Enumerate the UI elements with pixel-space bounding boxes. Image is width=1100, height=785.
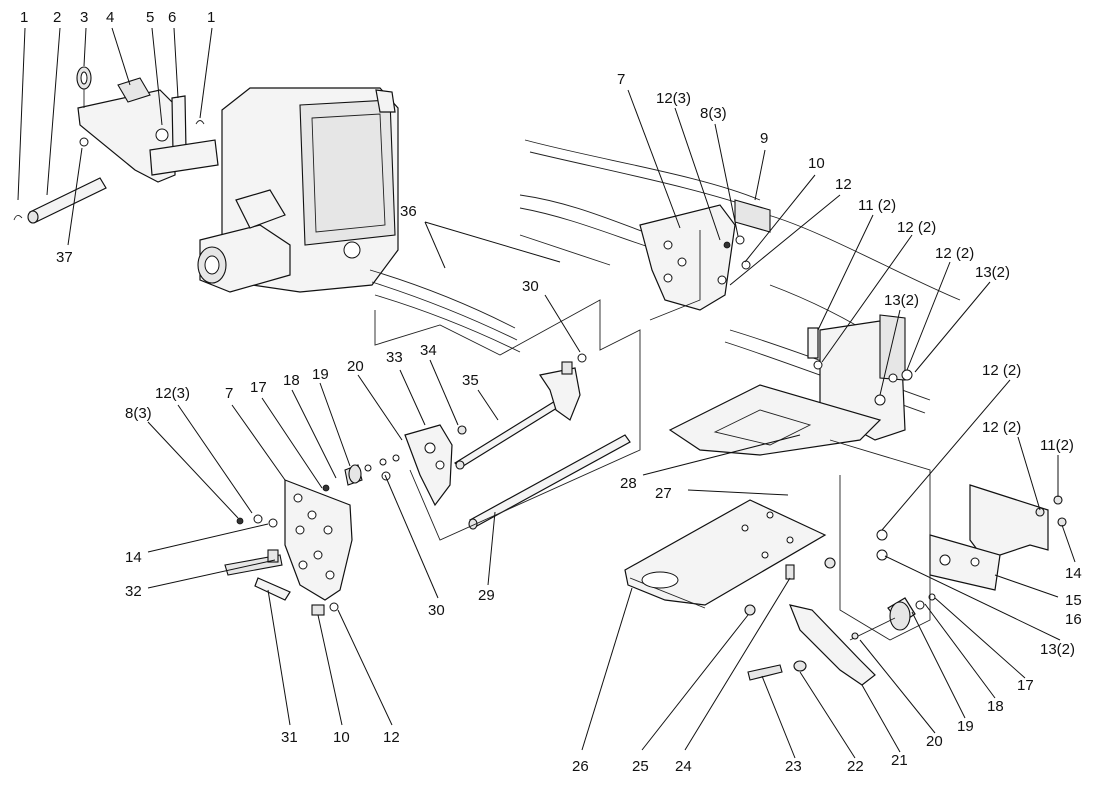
callout: 13(2) [975, 264, 1010, 281]
callout: 1 [20, 9, 28, 26]
callout: 2 [53, 9, 61, 26]
callout: 17 [250, 379, 267, 396]
transmission-housing [197, 87, 399, 293]
callout: 20 [926, 733, 943, 750]
callout: 10 [333, 729, 350, 746]
callout: 14 [125, 549, 142, 566]
callout: 34 [420, 342, 437, 359]
callout: 26 [572, 758, 589, 775]
callout: 33 [386, 349, 403, 366]
callout: 12(3) [155, 385, 190, 402]
callout: 12 [383, 729, 400, 746]
callout: 10 [808, 155, 825, 172]
cross-shaft-35 [454, 397, 566, 470]
callout: 12 (2) [935, 245, 974, 262]
callout: 30 [428, 602, 445, 619]
callout: 24 [675, 758, 692, 775]
callout: 36 [400, 203, 417, 220]
callout: 30 [522, 278, 539, 295]
callout: 3 [80, 9, 88, 26]
callout: 35 [462, 372, 479, 389]
callout: 12 (2) [982, 419, 1021, 436]
callout: 8(3) [125, 405, 152, 422]
callout: 8(3) [700, 105, 727, 122]
callout: 11 (2) [858, 197, 896, 214]
lower-left-bracket [224, 479, 353, 616]
callout: 21 [891, 752, 908, 769]
pedal-lever-21 [789, 604, 876, 686]
callout: 25 [632, 758, 649, 775]
arm-30-upper [539, 353, 587, 421]
callout: 6 [168, 9, 176, 26]
callout: 28 [620, 475, 637, 492]
callout: 11(2) [1040, 437, 1074, 454]
callout: 12 (2) [897, 219, 936, 236]
callout: 12(3) [656, 90, 691, 107]
callout: 7 [225, 385, 233, 402]
callout: 23 [785, 758, 802, 775]
rod-29 [468, 434, 631, 530]
callout: 29 [478, 587, 495, 604]
right-side-bracket [876, 484, 1067, 591]
callout-labels: 1 2 3 4 5 6 1 37 7 12(3) 8(3) 9 10 12 11… [20, 9, 1082, 775]
callout: 12 [835, 176, 852, 193]
callout: 12 (2) [982, 362, 1021, 379]
pivot-arm-33 [322, 424, 453, 507]
callout: 18 [283, 372, 300, 389]
callout: 16 [1065, 611, 1082, 628]
callout: 1 [207, 9, 215, 26]
callout: 13(2) [1040, 641, 1075, 658]
callout: 20 [347, 358, 364, 375]
callout: 17 [1017, 677, 1034, 694]
callout: 27 [655, 485, 672, 502]
assembly-center-lines [374, 230, 931, 641]
callout: 22 [847, 758, 864, 775]
callout: 5 [146, 9, 154, 26]
upper-bracket-7 [639, 199, 771, 311]
callout: 19 [957, 718, 974, 735]
callout: 19 [312, 366, 329, 383]
upper-left-linkage [13, 66, 219, 224]
callout: 14 [1065, 565, 1082, 582]
leader-lines [17, 27, 1076, 759]
callout: 18 [987, 698, 1004, 715]
floor-plate-28 [668, 384, 882, 456]
callout: 15 [1065, 592, 1082, 609]
floor-panel-26 [624, 499, 836, 616]
callout: 9 [760, 130, 768, 147]
callout: 31 [281, 729, 298, 746]
callout: 4 [106, 9, 114, 26]
pivot-stack-right [747, 593, 936, 681]
callout: 7 [617, 71, 625, 88]
callout: 13(2) [884, 292, 919, 309]
callout: 32 [125, 583, 142, 600]
callout: 37 [56, 249, 73, 266]
